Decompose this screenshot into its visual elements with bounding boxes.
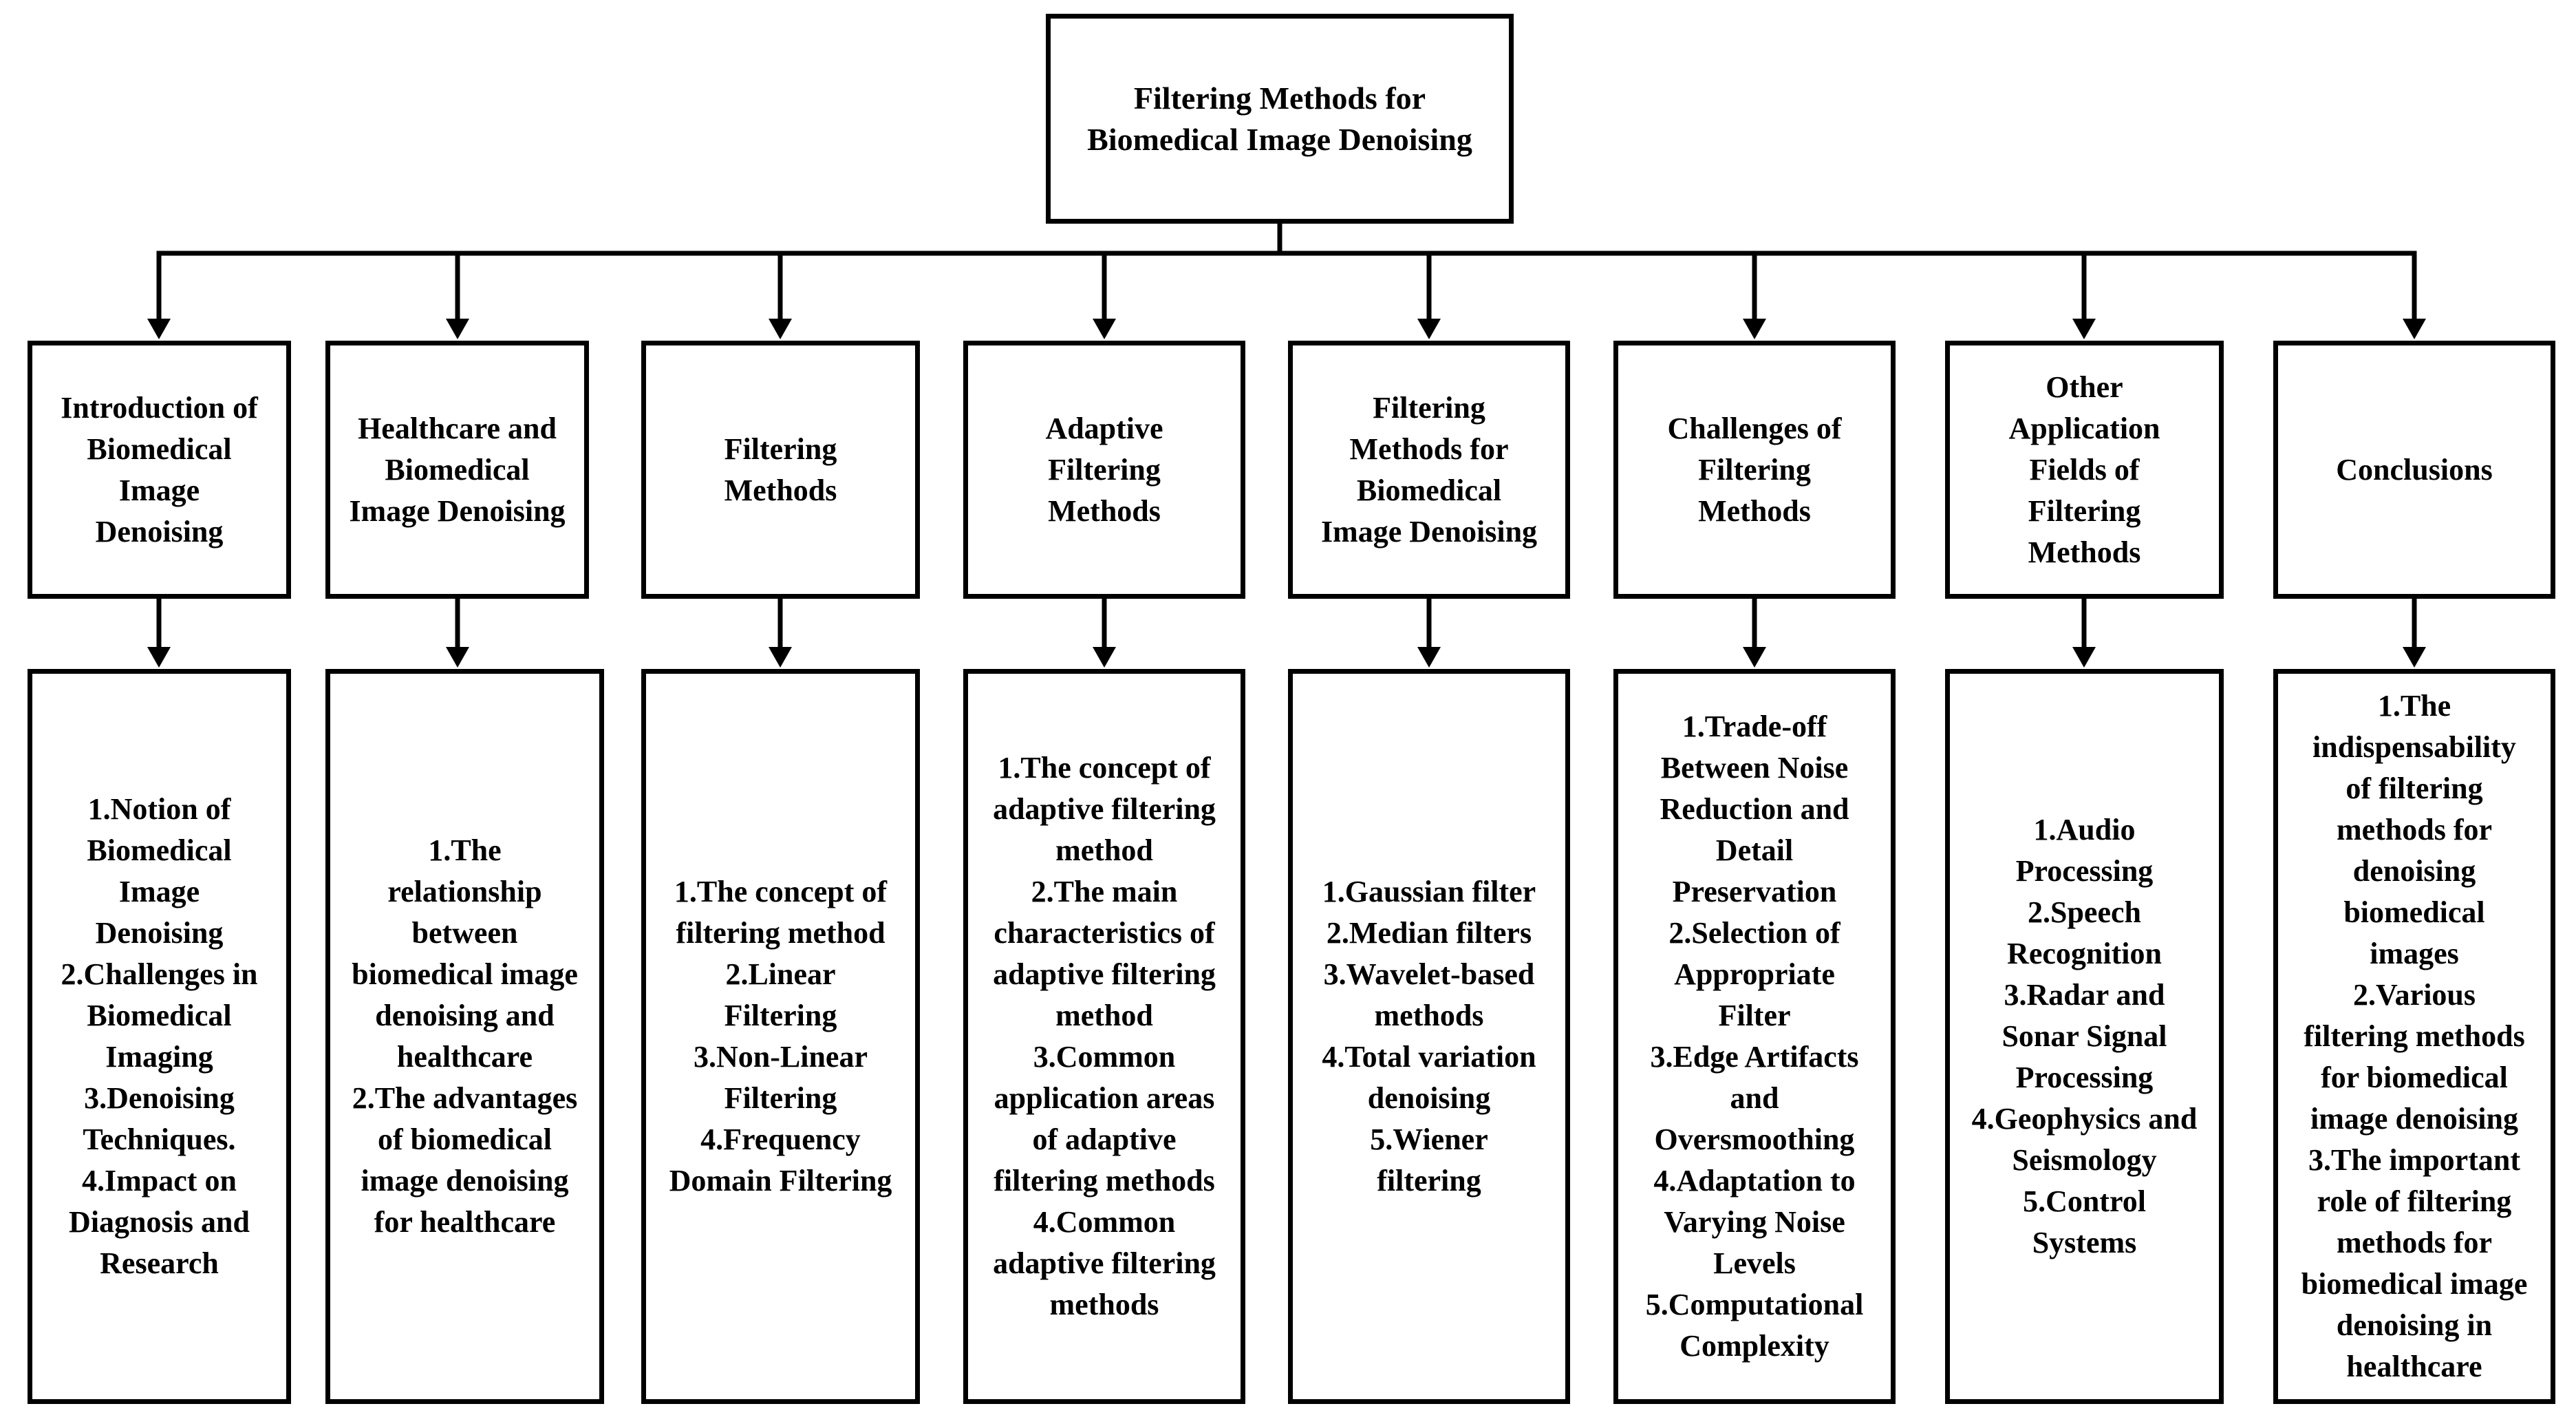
branch-arrow-7: [2403, 319, 2426, 339]
detail-arrow-7: [2403, 647, 2426, 668]
section-details-healthcare: 1.The relationship between biomedical im…: [325, 669, 604, 1404]
branch-arrow-5: [1743, 319, 1766, 339]
section-heading-adaptive-filtering: Adaptive Filtering Methods: [963, 341, 1245, 599]
section-details-introduction: 1.Notion of Biomedical Image Denoising 2…: [28, 669, 291, 1404]
branch-arrow-1: [446, 319, 469, 339]
section-details-conclusions: 1.The indispensability of filtering meth…: [2273, 669, 2555, 1404]
detail-arrow-2: [769, 647, 792, 668]
detail-arrow-3: [1093, 647, 1116, 668]
detail-arrow-4: [1417, 647, 1441, 668]
branch-arrow-3: [1093, 319, 1116, 339]
branch-arrow-2: [769, 319, 792, 339]
detail-arrow-0: [147, 647, 171, 668]
section-heading-introduction: Introduction of Biomedical Image Denoisi…: [28, 341, 291, 599]
section-heading-biomedical-filtering: Filtering Methods for Biomedical Image D…: [1288, 341, 1570, 599]
section-details-challenges: 1.Trade-off Between Noise Reduction and …: [1613, 669, 1896, 1404]
section-heading-conclusions: Conclusions: [2273, 341, 2555, 599]
branch-arrow-0: [147, 319, 171, 339]
branch-arrow-6: [2072, 319, 2096, 339]
section-details-biomedical-filtering: 1.Gaussian filter 2.Median filters 3.Wav…: [1288, 669, 1570, 1404]
section-details-other-applications: 1.Audio Processing 2.Speech Recognition …: [1945, 669, 2224, 1404]
section-heading-other-applications: Other Application Fields of Filtering Me…: [1945, 341, 2224, 599]
section-heading-challenges: Challenges of Filtering Methods: [1613, 341, 1896, 599]
detail-arrow-6: [2072, 647, 2096, 668]
branch-arrow-4: [1417, 319, 1441, 339]
detail-arrow-1: [446, 647, 469, 668]
root-node: Filtering Methods for Biomedical Image D…: [1046, 14, 1514, 224]
section-heading-filtering-methods: Filtering Methods: [641, 341, 920, 599]
section-details-adaptive-filtering: 1.The concept of adaptive filtering meth…: [963, 669, 1245, 1404]
detail-arrow-5: [1743, 647, 1766, 668]
section-heading-healthcare: Healthcare and Biomedical Image Denoisin…: [325, 341, 589, 599]
section-details-filtering-methods: 1.The concept of filtering method 2.Line…: [641, 669, 920, 1404]
